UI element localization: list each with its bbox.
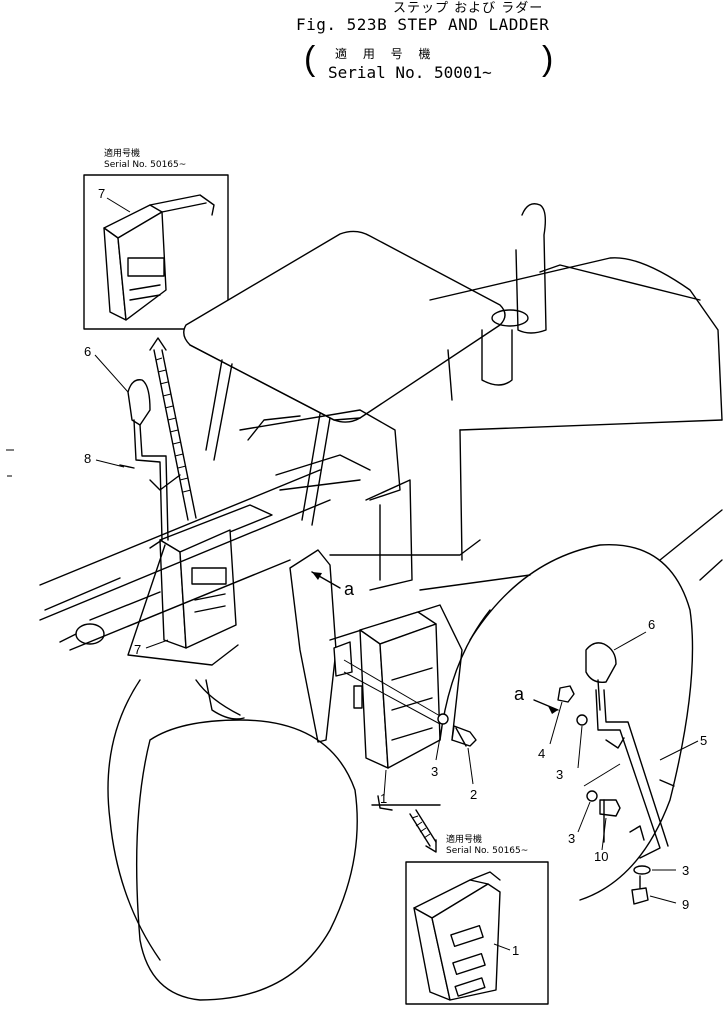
- callout-a-left: a: [344, 579, 355, 599]
- left-parenthesis: (: [304, 40, 316, 78]
- leader-7-main: [145, 639, 169, 649]
- callout-1-main: 1: [380, 791, 388, 806]
- right-parenthesis: ): [542, 40, 554, 78]
- arrow-a-right: [533, 699, 559, 714]
- callout-5: 5: [700, 733, 708, 748]
- leader-7-inset: [106, 197, 131, 213]
- callout-7-main: 7: [134, 642, 142, 657]
- bolt-10: [599, 799, 621, 843]
- arrow-a-left: [311, 571, 341, 589]
- machine-body: [39, 203, 723, 1001]
- bolt-2: [451, 725, 477, 747]
- callout-1-inset: 1: [512, 943, 520, 958]
- leader-4: [549, 701, 563, 745]
- washer-3-main: [437, 713, 449, 725]
- leader-8: [95, 459, 125, 468]
- callout-6-left: 6: [84, 344, 92, 359]
- inset-bottom-applicable: 適用号機: [446, 835, 483, 845]
- leader-3-upper: [577, 725, 583, 769]
- leader-2: [467, 747, 474, 785]
- inset-ladder-1: [413, 871, 501, 1001]
- handrail-bar-5: [595, 689, 675, 859]
- callout-2: 2: [470, 787, 478, 802]
- washer-3-lower: [586, 790, 598, 802]
- leader-9: [649, 895, 677, 904]
- leader-5: [659, 740, 699, 761]
- inset-ladder-7: [103, 194, 215, 321]
- handrail-6-right: [585, 642, 617, 711]
- washer-3-right: [633, 865, 651, 875]
- serial-number: Serial No. 50001~: [328, 63, 492, 82]
- applicable-japanese: 適 用 号 機: [335, 47, 437, 61]
- bolt-9: [631, 875, 649, 905]
- leader-6-right: [613, 631, 647, 651]
- inset-bottom-serial: Serial No. 50165~: [446, 846, 529, 856]
- leader-3-main: [435, 725, 443, 761]
- callout-9: 9: [682, 897, 690, 912]
- callout-3-lower: 3: [568, 831, 576, 846]
- figure-title: Fig. 523B STEP AND LADDER: [296, 15, 550, 34]
- bracket-1-main: [377, 795, 393, 811]
- ladder-1-main: [333, 611, 441, 769]
- callout-3-right: 3: [682, 863, 690, 878]
- leader-10: [601, 817, 607, 851]
- callout-6-right: 6: [648, 617, 656, 632]
- alignment-arrow-up: [149, 337, 197, 521]
- callout-3-main: 3: [431, 764, 439, 779]
- leader-1-inset: [493, 943, 511, 951]
- leader-3-lower: [577, 801, 591, 833]
- handrail-6-left: [119, 379, 181, 549]
- inset-frame-bottom-right: [405, 861, 549, 1005]
- callout-4: 4: [538, 746, 546, 761]
- title-japanese: ステップ および ラダー: [393, 1, 544, 16]
- washer-3-upper: [576, 714, 588, 726]
- nut-4: [557, 685, 575, 703]
- callout-10: 10: [594, 849, 609, 864]
- leader-6-left: [94, 354, 129, 393]
- leader-assembly: [583, 763, 621, 787]
- callout-a-right: a: [514, 684, 525, 704]
- inset-top-serial: Serial No. 50165~: [104, 160, 187, 170]
- inset-top-applicable: 適用号機: [104, 149, 141, 159]
- callout-3-upper: 3: [556, 767, 564, 782]
- callout-8: 8: [84, 451, 92, 466]
- callout-7-inset: 7: [98, 186, 106, 201]
- leader-1-main: [383, 769, 387, 797]
- alignment-arrow-down: [409, 809, 437, 853]
